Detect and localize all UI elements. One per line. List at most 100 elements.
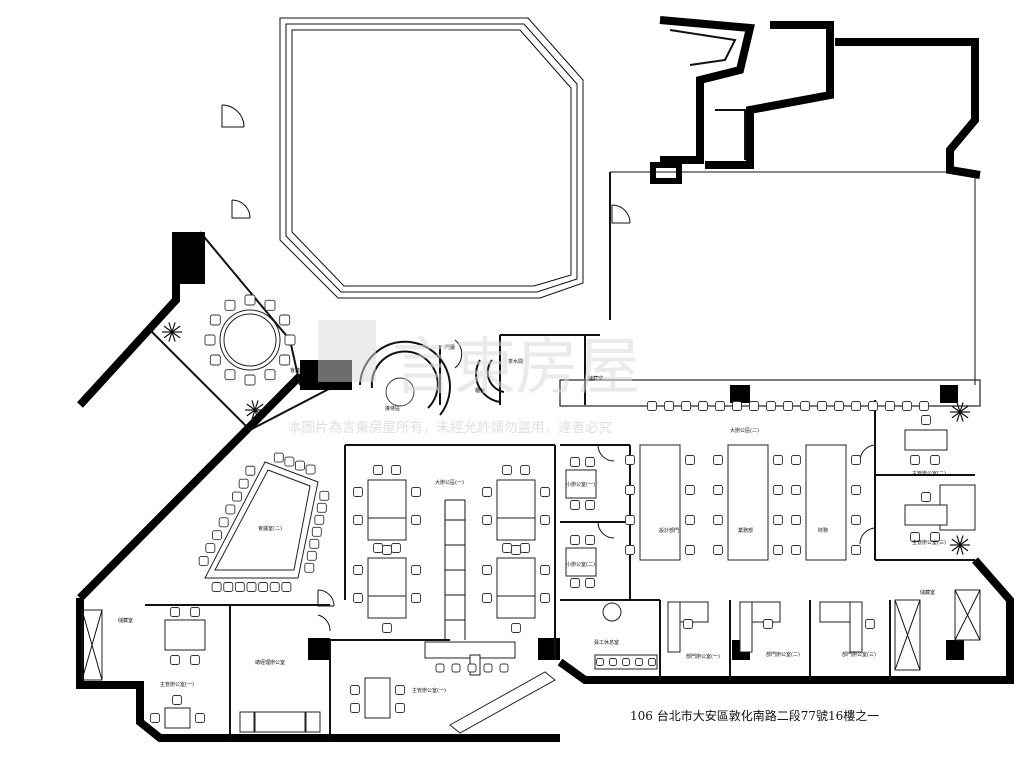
plant-leaf (959, 535, 964, 546)
chair (382, 545, 392, 555)
plant-leaf (254, 409, 259, 420)
watermark-brand: 言東房屋 (392, 330, 640, 403)
plant-leaf (951, 544, 961, 552)
round-table (219, 309, 281, 371)
chair (211, 582, 222, 592)
chair (305, 464, 316, 475)
desk (239, 711, 255, 733)
chair (212, 530, 222, 541)
label-exec-office-3: 主管辦公室(三) (912, 539, 946, 546)
chair (353, 565, 363, 575)
desk (367, 557, 407, 597)
plant-leaf (951, 538, 961, 546)
chair (311, 526, 322, 537)
plant-leaf (956, 402, 961, 413)
watermark: 言東房屋 本圖片為言東房屋所有，未經允許請勿盜用，違者必究 (288, 320, 640, 436)
chair (685, 545, 695, 555)
chair (625, 515, 635, 525)
chairs (150, 401, 940, 723)
desks (164, 429, 948, 734)
chair (411, 515, 421, 525)
chair (648, 658, 656, 666)
label-big-office-2: 大辦公區(二) (730, 427, 759, 434)
label-dept-office-1: 部門辦公室(一) (686, 653, 720, 660)
plant-leaf (171, 331, 181, 339)
chair (865, 619, 875, 629)
chair (681, 401, 691, 411)
chair (190, 655, 200, 665)
chair (204, 334, 216, 346)
chair (395, 703, 405, 713)
desk (904, 429, 948, 451)
chair (791, 485, 801, 495)
chair (411, 487, 421, 497)
chair (570, 500, 580, 510)
chair (585, 500, 595, 510)
plant-leaf (951, 411, 961, 419)
chair (218, 517, 229, 528)
chair (353, 593, 363, 603)
chair (391, 465, 401, 475)
chair (773, 515, 783, 525)
chair (483, 663, 493, 673)
chair (246, 582, 257, 592)
plant-leaf (163, 325, 173, 333)
chair (800, 401, 810, 411)
label-exec-office-1: 主管辦公室(一) (160, 681, 194, 688)
round-table-chairs (204, 294, 296, 386)
chair (520, 465, 530, 475)
chair (499, 663, 509, 673)
chair (685, 455, 695, 465)
desk (496, 479, 536, 519)
chair (791, 545, 801, 555)
chair (209, 354, 221, 366)
chair (921, 415, 931, 425)
chair (585, 457, 595, 467)
chair (284, 456, 295, 467)
chair (570, 578, 580, 588)
chair (306, 550, 317, 561)
chair (304, 562, 315, 573)
chair (234, 582, 245, 592)
desk (805, 444, 847, 561)
desk (164, 707, 191, 729)
chair (647, 401, 657, 411)
chair (225, 504, 236, 515)
chair (596, 658, 604, 666)
chair (482, 487, 492, 497)
chair (353, 515, 363, 525)
chair (209, 314, 221, 326)
chair (713, 545, 723, 555)
chair (570, 535, 580, 545)
desk (565, 469, 597, 499)
chair (773, 455, 783, 465)
plant-leaf (959, 411, 969, 419)
label-pantry: 茶水間 (508, 358, 523, 365)
chair (540, 487, 550, 497)
desk (164, 619, 206, 651)
chair (685, 515, 695, 525)
chair (482, 593, 492, 603)
chair (170, 655, 180, 665)
label-meeting-room-1: 會議室(一) (290, 367, 314, 374)
round-table-small (602, 602, 622, 622)
chair (773, 485, 783, 495)
room-labels: 會議室(一) 接待區 櫃台 門廳 茶水間 儲藏室 會議室(二) 大辦公區(一) … (118, 344, 946, 694)
chair (773, 545, 783, 555)
triangle-table-chairs (198, 452, 330, 592)
chair (930, 532, 940, 542)
desk (565, 547, 597, 577)
chair (264, 369, 276, 381)
chair (625, 545, 635, 555)
chair (713, 455, 723, 465)
chair (467, 663, 477, 673)
label-big-office-1: 大辦公區(一) (435, 479, 464, 486)
plant-leaf (246, 409, 256, 417)
outer-walls (76, 231, 1014, 742)
plant-leaf (246, 403, 256, 411)
chair (664, 401, 674, 411)
chair (482, 515, 492, 525)
chair (930, 455, 940, 465)
chair (783, 401, 793, 411)
